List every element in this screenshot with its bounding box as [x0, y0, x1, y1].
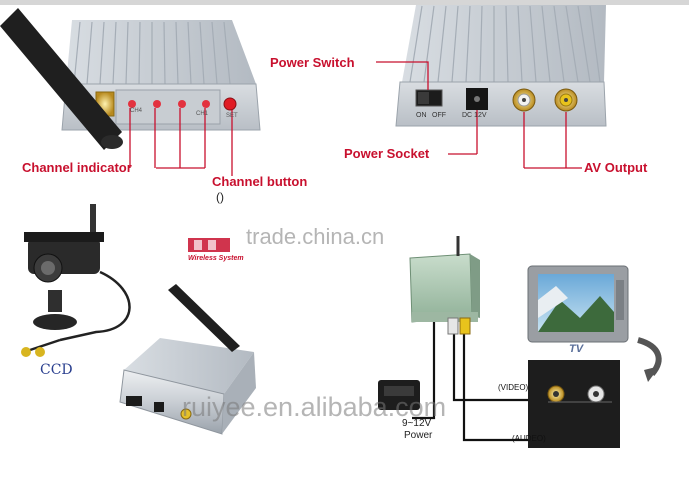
channel-callout-lines	[129, 108, 233, 176]
channel-led-2	[153, 100, 161, 108]
wireless-system-label: Wireless System	[188, 255, 244, 262]
curved-arrow-icon	[637, 337, 662, 382]
power-socket	[466, 88, 488, 110]
antenna-icon	[0, 8, 123, 150]
rear-callout-lines	[376, 61, 582, 169]
channel-led-3	[178, 100, 186, 108]
channel-button-label: Channel button	[212, 174, 308, 189]
video-out-jack	[512, 88, 536, 112]
wireless-system-logo	[188, 238, 230, 252]
power-adapter-icon	[378, 380, 420, 410]
receiver-rear-panel	[395, 5, 607, 127]
rca-plugs	[447, 317, 471, 335]
panel-dc: DC 12V	[462, 112, 487, 119]
receiver-small	[409, 236, 480, 323]
watermark-bottom: ruiyee.en.alibaba.com	[182, 392, 447, 422]
video-cable-label: (VIDEO)	[498, 383, 529, 392]
channel-led-1	[128, 100, 136, 108]
antenna-icon-bottom	[168, 284, 240, 352]
power-label: Power	[404, 430, 433, 441]
channel-indicator-label: Channel indicator	[22, 160, 132, 175]
panel-ch-first: CH4	[130, 108, 143, 114]
ccd-label: CCD	[40, 362, 73, 378]
channel-led-4	[202, 100, 210, 108]
power-socket-label: Power Socket	[344, 146, 430, 161]
tv-label: TV	[569, 343, 584, 355]
power-switch[interactable]	[415, 89, 443, 107]
panel-on: ON	[416, 112, 427, 119]
watermark-top: trade.china.cn	[246, 224, 385, 249]
channel-button[interactable]	[223, 97, 237, 111]
power-voltage-label: 9~12V	[402, 418, 432, 429]
channel-button-sublabel: ()	[216, 190, 224, 204]
panel-off: OFF	[432, 112, 446, 119]
tv-rear-input-panel	[528, 360, 620, 448]
power-switch-label: Power Switch	[270, 55, 355, 70]
audio-cable-label: (AUDEO)	[512, 434, 546, 443]
camera-icon	[21, 204, 131, 357]
panel-set: SET	[226, 113, 238, 119]
tv-icon	[527, 265, 629, 343]
panel-ch-last: CH1	[196, 111, 209, 117]
receiver-unit-bottom	[119, 338, 256, 435]
av-output-label: AV Output	[584, 160, 648, 175]
audio-out-jack	[554, 88, 578, 112]
